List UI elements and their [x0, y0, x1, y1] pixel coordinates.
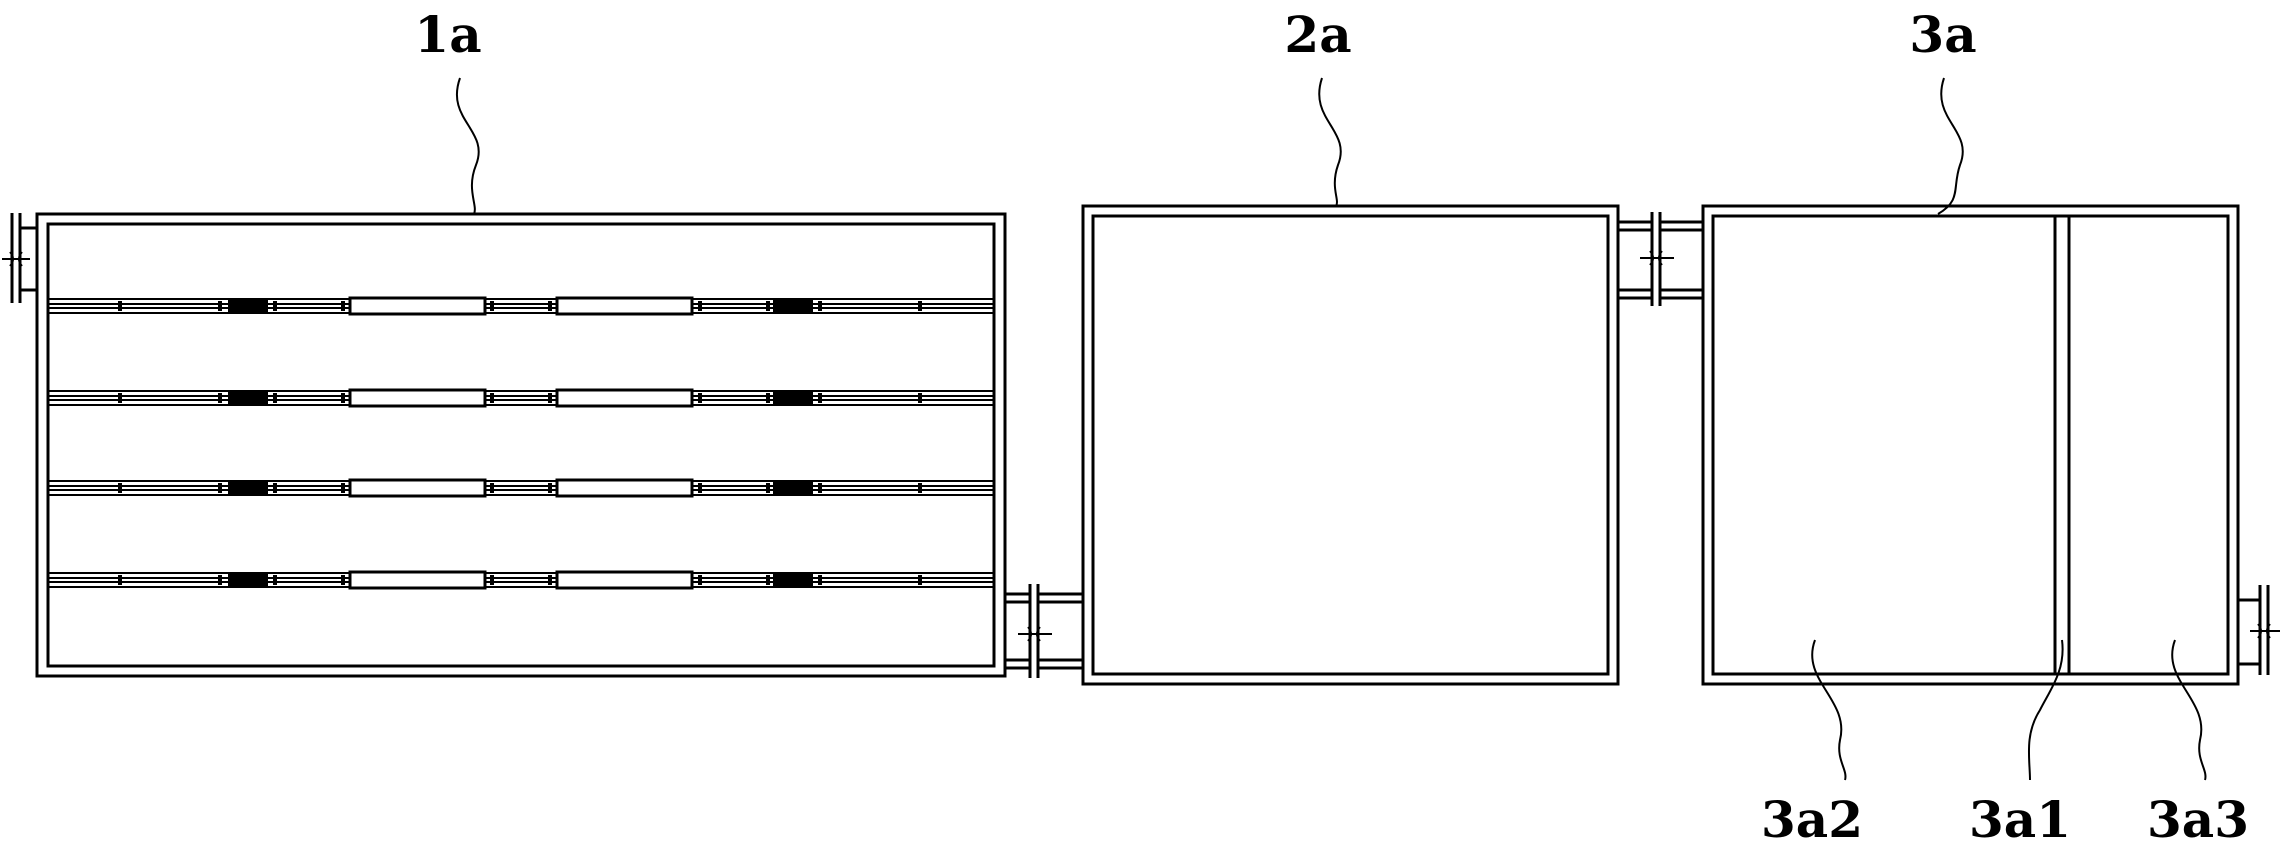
rail-1-bolt-6 [548, 301, 552, 311]
rail-4-clamp-right [773, 572, 813, 588]
rail-3-plate-right [555, 478, 694, 498]
tank-3a-inner-wall [1711, 214, 2230, 676]
rail-2-clamp-left [228, 390, 268, 406]
rail-2-clamp-right [773, 390, 813, 406]
rail-2-bolt-5 [490, 393, 494, 403]
rail-2-bolt-3 [273, 393, 277, 403]
rail-3-clamp-left [228, 480, 268, 496]
rail-3-bolt-5 [490, 483, 494, 493]
label-3a: 3a [1909, 5, 1976, 64]
connector-pipe-2a-3a [1618, 212, 1703, 306]
rail-1-bolt-7 [698, 301, 702, 311]
rail-2-bolt-9 [818, 393, 822, 403]
rail-1-clamp-left [228, 298, 268, 314]
label-3a2: 3a2 [1761, 790, 1863, 847]
rail-1-bolt-4 [341, 301, 345, 311]
rail-1-bolt-3 [273, 301, 277, 311]
inlet-pipe-left [2, 213, 37, 303]
rail-3-plate-left [348, 478, 487, 498]
leader-3a1 [2027, 639, 2064, 781]
label-2a: 2a [1284, 5, 1351, 64]
rail-4-bolt-5 [490, 575, 494, 585]
outlet-pipe-right [2238, 585, 2280, 675]
rail-2-plate-right [555, 388, 694, 408]
rail-3-bolt-3 [273, 483, 277, 493]
rail-4-plate-right [555, 570, 694, 590]
rail-4-bolt-1 [118, 575, 122, 585]
leader-3a2 [1811, 639, 1847, 781]
rail-4-bolt-9 [818, 575, 822, 585]
rail-1-bolt-8 [766, 301, 770, 311]
tank-3a [1701, 204, 2240, 686]
rail-3-clamp-right [773, 480, 813, 496]
rail-2-bolt-4 [341, 393, 345, 403]
rail-1-bolt-2 [218, 301, 222, 311]
leader-2a [1318, 77, 1342, 207]
rail-1-bolt-9 [818, 301, 822, 311]
rail-1-plate-right [555, 296, 694, 316]
tank-1a [35, 212, 1007, 678]
rail-4-bolt-7 [698, 575, 702, 585]
rail-2-plate-left [348, 388, 487, 408]
rail-1-bolt-1 [118, 301, 122, 311]
rail-3-bolt-1 [118, 483, 122, 493]
rail-1-bolt-5 [490, 301, 494, 311]
tank-2a [1081, 204, 1620, 686]
rail-3-bolt-8 [766, 483, 770, 493]
leader-3a [1937, 77, 1964, 215]
rail-2-bolt-2 [218, 393, 222, 403]
label-3a1: 3a1 [1969, 790, 2071, 847]
rail-2-bolt-6 [548, 393, 552, 403]
leader-1a [455, 77, 480, 215]
rail-3-bolt-6 [548, 483, 552, 493]
rail-1-clamp-right [773, 298, 813, 314]
rail-4-bolt-3 [273, 575, 277, 585]
rail-3-bolt-10 [918, 483, 922, 493]
leader-3a3 [2171, 639, 2207, 781]
leader-lines [455, 77, 2207, 781]
rail-4-clamp-left [228, 572, 268, 588]
tank-1a-outer-wall [35, 212, 1007, 678]
tank-1a-inner-wall [46, 222, 996, 668]
connector-pipe-1a-2a [1005, 584, 1083, 678]
rail-2-bolt-10 [918, 393, 922, 403]
rail-3-bolt-4 [341, 483, 345, 493]
rail-4-bolt-6 [548, 575, 552, 585]
rail-3-bolt-7 [698, 483, 702, 493]
tank-2a-outer-wall [1081, 204, 1620, 686]
label-3a3: 3a3 [2147, 790, 2249, 847]
label-1a: 1a [414, 5, 481, 64]
rail-1-plate-left [348, 296, 487, 316]
rail-2-bolt-7 [698, 393, 702, 403]
tank-1a-rails [48, 296, 994, 590]
rail-1-bolt-10 [918, 301, 922, 311]
rail-4-plate-left [348, 570, 487, 590]
rail-4-bolt-4 [341, 575, 345, 585]
rail-3-bolt-9 [818, 483, 822, 493]
rail-4-bolt-2 [218, 575, 222, 585]
rail-4-bolt-8 [766, 575, 770, 585]
rail-4-bolt-10 [918, 575, 922, 585]
rail-2-bolt-8 [766, 393, 770, 403]
tank-2a-inner-wall [1091, 214, 1610, 676]
tank-3a-outer-wall [1701, 204, 2240, 686]
rail-3-bolt-2 [218, 483, 222, 493]
rail-2-bolt-1 [118, 393, 122, 403]
